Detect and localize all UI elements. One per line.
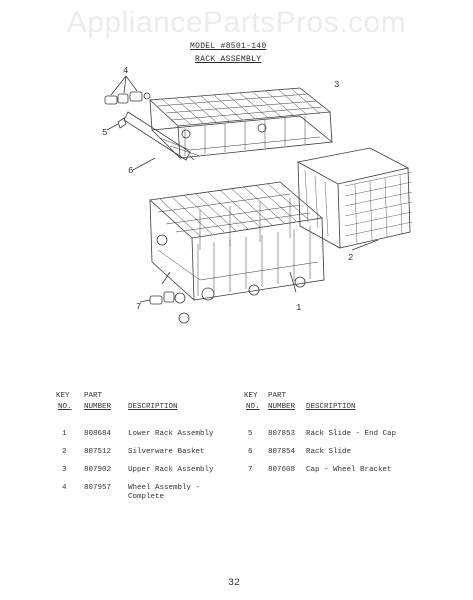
header-key-right: KEY [244,392,258,400]
lower-rack-drawing [149,181,325,301]
callout-2: 2 [348,253,354,263]
part-description: Cap - Wheel Bracket [306,466,392,474]
assembly-title: RACK ASSEMBLY [195,55,262,64]
callout-6: 6 [128,166,134,176]
header-part: PART [84,392,103,400]
part-key: 4 [62,484,67,492]
upper-rack-drawing [149,87,333,160]
part-key: 2 [62,448,67,456]
rack-slide-drawing [106,111,195,171]
callout-5: 5 [102,128,108,138]
part-key: 6 [248,448,253,456]
silverware-basket-drawing [296,147,413,251]
callout-7: 7 [136,302,142,312]
part-number: 807957 [84,484,112,492]
part-description: Wheel Assembly - Complete [128,484,201,501]
callout-3: 3 [334,80,340,90]
part-key: 3 [62,466,67,474]
header-description-right: DESCRIPTION [306,403,356,411]
part-key: 7 [248,466,253,474]
header-number-right: NUMBER [268,403,296,411]
header-part-right: PART [268,392,287,400]
part-description: Lower Rack Assembly [128,430,214,438]
rack-assembly-diagram [104,75,413,324]
part-description: Silverware Basket [128,448,205,456]
part-key: 1 [62,430,67,438]
part-number: 807512 [84,448,112,456]
model-title: MODEL #8501-140 [190,42,267,51]
part-number: 807854 [268,448,296,456]
part-number: 807608 [268,466,296,474]
part-number: 808684 [84,430,112,438]
header-no: NO. [58,403,72,411]
part-description: Rack Slide - End Cap [306,430,397,438]
callout-4: 4 [123,66,129,76]
part-number: 807853 [268,430,296,438]
page-number: 32 [228,578,241,589]
header-key: KEY [56,392,70,400]
part-number: 807902 [84,466,112,474]
wheel-assembly-drawing [104,75,151,105]
watermark: AppliancePartsPros.com [66,6,407,39]
part-description: Rack Slide [306,448,352,456]
callout-1: 1 [296,303,302,313]
part-key: 5 [248,430,253,438]
part-description: Upper Rack Assembly [128,466,214,474]
header-description: DESCRIPTION [128,403,178,411]
header-number: NUMBER [84,403,112,411]
header-no-right: NO. [246,403,260,411]
wheel-bracket-cap-drawing [139,271,190,324]
